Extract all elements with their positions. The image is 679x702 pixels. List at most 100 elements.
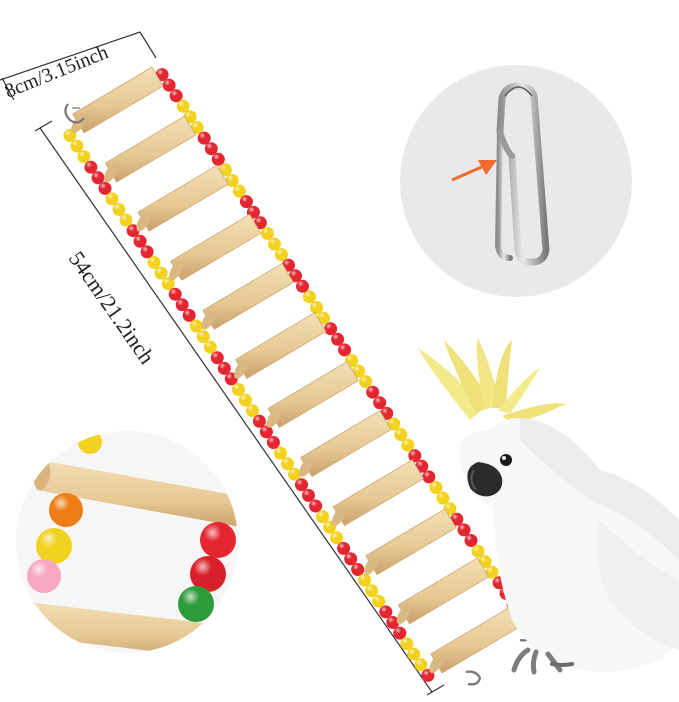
rung-end <box>136 211 151 232</box>
ladder-rung <box>72 66 164 134</box>
bead-shine <box>155 68 169 82</box>
bead-shine <box>238 393 252 407</box>
cockatoo-eye <box>500 454 512 466</box>
ladder-rung <box>104 115 197 183</box>
bead-shine <box>190 121 204 134</box>
bead-shine <box>316 510 330 524</box>
bead-shine <box>324 322 338 336</box>
bead-shine <box>154 266 168 280</box>
rung-end <box>364 555 379 576</box>
bead-shine <box>126 224 140 238</box>
bead-shine <box>197 131 211 145</box>
bead-shine <box>337 541 351 555</box>
clip-hook-icon <box>494 82 550 266</box>
bead-shine <box>189 319 203 333</box>
bead-shine <box>457 523 471 537</box>
width-label: 8cm/3.15inch <box>2 41 112 102</box>
bead-shine <box>225 174 239 187</box>
bead-shine <box>400 637 414 651</box>
bead-shine <box>245 404 259 418</box>
zoom-beads-left <box>27 493 83 593</box>
bead-shine <box>289 269 302 283</box>
rung-end <box>201 310 216 330</box>
bead-shine <box>310 301 324 314</box>
bead-shine <box>309 499 323 513</box>
bead-shine <box>387 417 401 431</box>
ladder-rung <box>397 557 490 625</box>
bead-shine <box>351 563 365 576</box>
bead-shine <box>288 467 301 481</box>
length-label: 54cm/21.2inch <box>64 247 160 369</box>
bead-shine <box>266 436 280 449</box>
bead-shine <box>394 428 408 442</box>
bead-shine <box>414 658 428 672</box>
rung-end <box>103 162 119 183</box>
bead-shine <box>210 351 224 365</box>
rung-end <box>168 260 184 281</box>
bead-shine <box>422 470 436 484</box>
bead-shine <box>295 478 308 492</box>
bead-shine <box>330 531 344 545</box>
bead-shine <box>203 340 217 354</box>
rung-end <box>299 457 314 477</box>
bead-shine <box>231 383 245 396</box>
bead-shine <box>365 584 379 598</box>
bead-shine <box>267 237 281 251</box>
bead-shine <box>98 181 112 195</box>
bead-shine <box>77 150 91 164</box>
bead-shine <box>84 160 98 174</box>
rung-end <box>234 359 249 379</box>
bead-shine <box>302 488 315 502</box>
rung-end <box>396 604 412 625</box>
bead-shine <box>401 438 415 452</box>
top-clip-icon <box>64 103 85 124</box>
bead-shine <box>352 364 366 378</box>
bead-shine <box>303 290 316 304</box>
cockatoo <box>418 338 679 675</box>
zoom-detail-inset <box>16 431 238 653</box>
bead-shine <box>119 213 133 227</box>
ladder-rung <box>332 459 425 527</box>
bead-shine <box>485 565 499 579</box>
bead-shine <box>253 216 267 230</box>
bead-shine <box>105 192 119 206</box>
ladder-rung <box>267 361 359 429</box>
bead-shine <box>407 647 421 661</box>
cockatoo-feet <box>511 647 574 675</box>
bead-shine <box>91 171 105 185</box>
bead-shine <box>386 616 400 629</box>
ladder-rung <box>137 164 229 232</box>
bead-shine <box>70 139 84 153</box>
bead-shine <box>429 481 443 494</box>
bead-shine <box>274 446 287 460</box>
ladder-rung <box>365 508 457 576</box>
ladder-rung <box>430 606 522 674</box>
bead-shine <box>140 245 154 259</box>
rung-end <box>429 653 444 674</box>
zoom-beads-right <box>178 522 236 622</box>
bead-shine <box>358 573 372 587</box>
bead-shine <box>379 605 393 619</box>
bead-shine <box>408 449 422 463</box>
bead-shine <box>239 195 253 209</box>
ladder-rung <box>300 410 392 478</box>
cockatoo-beak <box>467 462 503 497</box>
bead-shine <box>373 396 387 410</box>
rung-end <box>266 408 281 428</box>
bead-shine <box>204 142 218 156</box>
bead-shine <box>331 332 345 346</box>
bead-shine <box>372 594 386 608</box>
ladder-rung <box>202 262 294 330</box>
bead-shine <box>415 459 429 473</box>
bead-shine <box>162 78 176 92</box>
bead-shine <box>147 256 161 269</box>
bead-shine <box>450 512 464 526</box>
clip-detail-inset <box>400 65 632 297</box>
bead-shine <box>133 234 147 248</box>
bead-shine <box>196 330 210 344</box>
bead-shine <box>344 552 358 566</box>
bead-shine <box>338 343 352 357</box>
bead-shine <box>182 308 196 322</box>
bead-shine <box>296 279 309 293</box>
